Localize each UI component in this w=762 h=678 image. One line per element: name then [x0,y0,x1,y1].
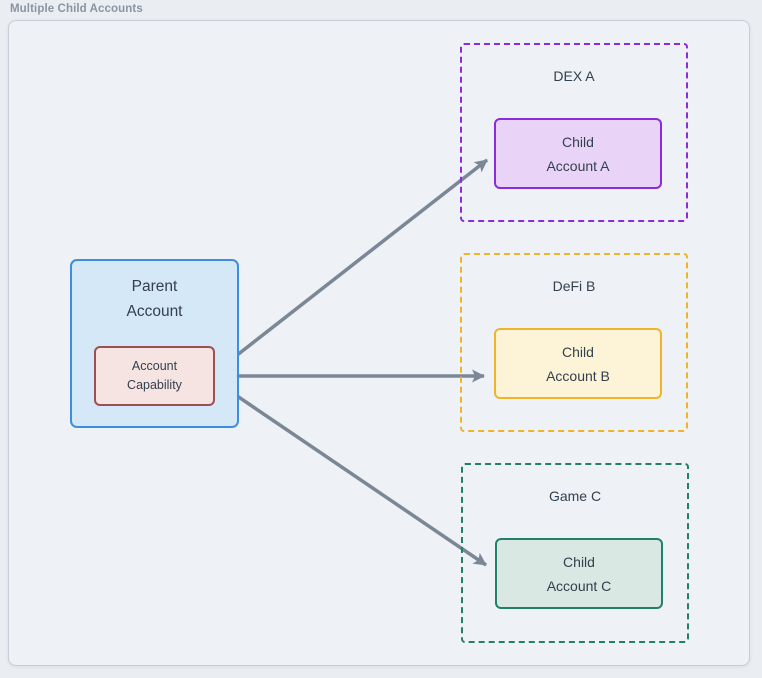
arrow-parent-to-child-a [216,158,489,372]
arrow-parent-to-child-c [217,381,487,567]
diagram-frame: Parent Account Account Capability DEX A … [8,20,750,666]
group-game-c: Game C Child Account C [461,463,689,643]
child-account-b-label: Child Account B [546,343,610,384]
diagram-title: Multiple Child Accounts [10,3,143,15]
parent-account-label: Parent Account [126,278,183,320]
group-game-c-label: Game C [548,488,602,504]
child-account-a-label: Child Account A [546,133,610,174]
parent-account-node: Parent Account Account Capability [70,259,239,428]
group-defi-b-label: DeFi B [552,278,596,294]
group-dex-a: DEX A Child Account A [460,43,688,222]
account-capability-label: Account Capability [127,359,182,392]
child-account-c-node: Child Account C [495,538,663,609]
group-dex-a-label: DEX A [553,68,595,84]
account-capability-node: Account Capability [94,346,215,406]
child-account-b-node: Child Account B [494,328,662,399]
child-account-c-label: Child Account C [546,553,612,594]
child-account-a-node: Child Account A [494,118,662,189]
group-defi-b: DeFi B Child Account B [460,253,688,432]
